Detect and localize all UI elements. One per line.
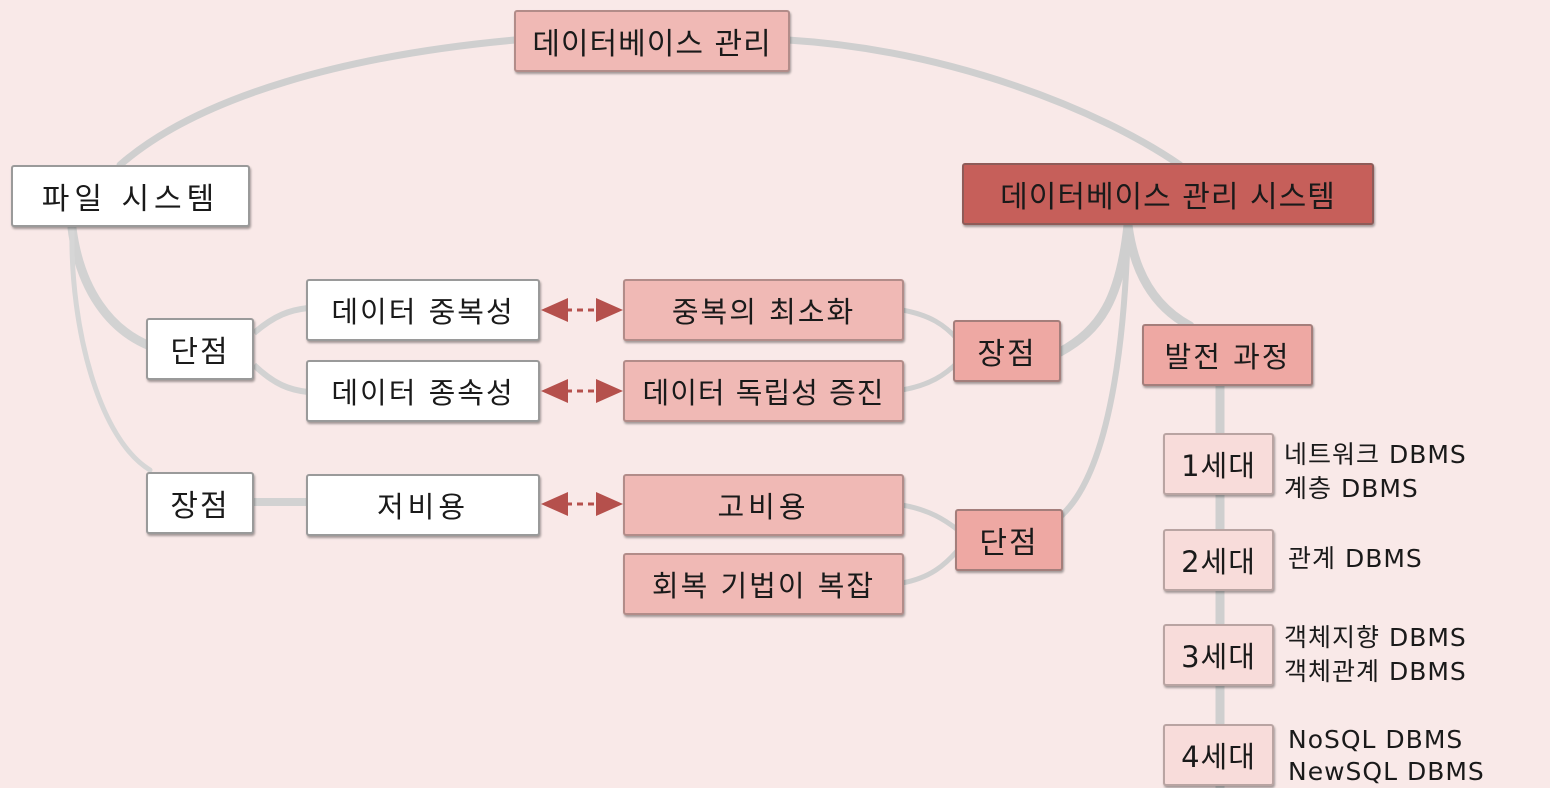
dbms-evolution-node: 발전 과정 — [1142, 324, 1313, 386]
fs-advantage-node: 장점 — [146, 472, 254, 534]
link-file-system-disadvantage — [67, 223, 155, 351]
dbms-disadvantage-item-1: 고비용 — [623, 474, 904, 536]
generation-1-line-1: 네트워크 DBMS — [1284, 440, 1467, 469]
link-fs-dis-item2 — [251, 362, 309, 395]
link-dbms-evolution — [1123, 220, 1195, 331]
generation-1-node: 1세대 — [1163, 433, 1274, 495]
link-root-file-system — [116, 36, 519, 169]
link-root-dbms — [784, 36, 1184, 169]
dbms-node: 데이터베이스 관리 시스템 — [962, 163, 1374, 225]
link-file-system-advantage — [69, 225, 153, 473]
generation-1-line-2: 계층 DBMS — [1284, 474, 1419, 503]
dbms-advantage-item-2: 데이터 독립성 증진 — [623, 360, 904, 422]
root-node: 데이터베이스 관리 — [514, 10, 790, 72]
fs-advantage-item-1: 저비용 — [306, 474, 540, 536]
dbms-advantage-item-1: 중복의 최소화 — [623, 279, 904, 341]
generation-3-node: 3세대 — [1163, 624, 1274, 686]
generation-2-line-1: 관계 DBMS — [1288, 544, 1423, 573]
generation-3-line-1: 객체지향 DBMS — [1284, 623, 1467, 652]
dbms-disadvantage-node: 단점 — [955, 509, 1063, 571]
generation-4-line-2: NewSQL DBMS — [1288, 757, 1485, 786]
link-dbms-disadvantage — [1059, 222, 1131, 518]
fs-disadvantage-item-2: 데이터 종속성 — [306, 360, 540, 422]
link-dbms-advantage — [1055, 220, 1133, 357]
link-dbms-adv-item1 — [901, 307, 960, 342]
fs-disadvantage-item-1: 데이터 중복성 — [306, 279, 540, 341]
fs-disadvantage-node: 단점 — [146, 318, 254, 380]
generation-2-node: 2세대 — [1163, 529, 1274, 591]
generation-4-line-1: NoSQL DBMS — [1288, 725, 1464, 754]
link-fs-dis-item1 — [252, 305, 309, 336]
dbms-disadvantage-item-2: 회복 기법이 복잡 — [623, 553, 904, 615]
generation-4-node: 4세대 — [1163, 724, 1274, 786]
link-dbms-dis-item2 — [901, 548, 960, 586]
file-system-node: 파일 시스템 — [11, 165, 250, 227]
generation-3-line-2: 객체관계 DBMS — [1284, 657, 1467, 686]
link-dbms-dis-item1 — [901, 502, 960, 532]
dbms-advantage-node: 장점 — [953, 320, 1061, 382]
link-dbms-adv-item2 — [901, 360, 960, 393]
